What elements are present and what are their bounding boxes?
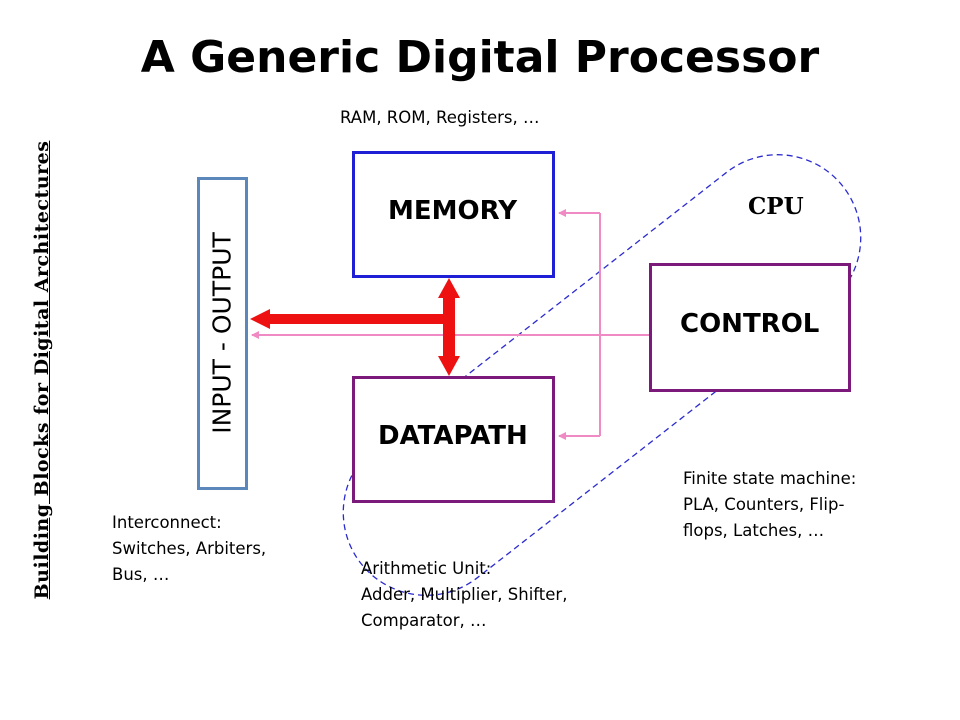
datapath-block: [352, 376, 555, 503]
input-output-label-text: INPUT - OUTPUT: [207, 232, 237, 434]
datapath-note-line: Adder, Multiplier, Shifter,: [361, 585, 568, 604]
control-note: Finite state machine: PLA, Counters, Fli…: [683, 466, 856, 544]
cpu-label: CPU: [748, 193, 804, 220]
bus-arrow-left: [250, 309, 270, 329]
datapath-label: DATAPATH: [378, 421, 528, 451]
memory-note: RAM, ROM, Registers, …: [340, 108, 540, 127]
bus-vertical: [443, 292, 455, 360]
diagram-title: A Generic Digital Processor: [140, 32, 820, 83]
control-note-line: Finite state machine:: [683, 469, 857, 488]
control-note-line: flops, Latches, …: [683, 521, 825, 540]
datapath-note: Arithmetic Unit: Adder, Multiplier, Shif…: [361, 556, 567, 634]
cpu-outline: [342, 154, 862, 596]
input-output-block: [197, 177, 248, 490]
bus-horizontal: [268, 314, 444, 324]
interconnect-note-line: Interconnect:: [112, 513, 222, 532]
memory-label: MEMORY: [388, 196, 518, 226]
bus-arrow-down: [438, 356, 460, 376]
bus-arrow-up: [438, 278, 460, 298]
control-block: [649, 263, 851, 392]
datapath-note-line: Comparator, …: [361, 611, 487, 630]
memory-block: [352, 151, 555, 278]
data-bus: [250, 278, 460, 376]
datapath-note-line: Arithmetic Unit:: [361, 559, 492, 578]
interconnect-note-line: Bus, …: [112, 565, 170, 584]
control-label: CONTROL: [680, 309, 820, 339]
interconnect-note: Interconnect: Switches, Arbiters, Bus, …: [112, 510, 266, 588]
control-note-line: PLA, Counters, Flip-: [683, 495, 845, 514]
interconnect-note-line: Switches, Arbiters,: [112, 539, 267, 558]
